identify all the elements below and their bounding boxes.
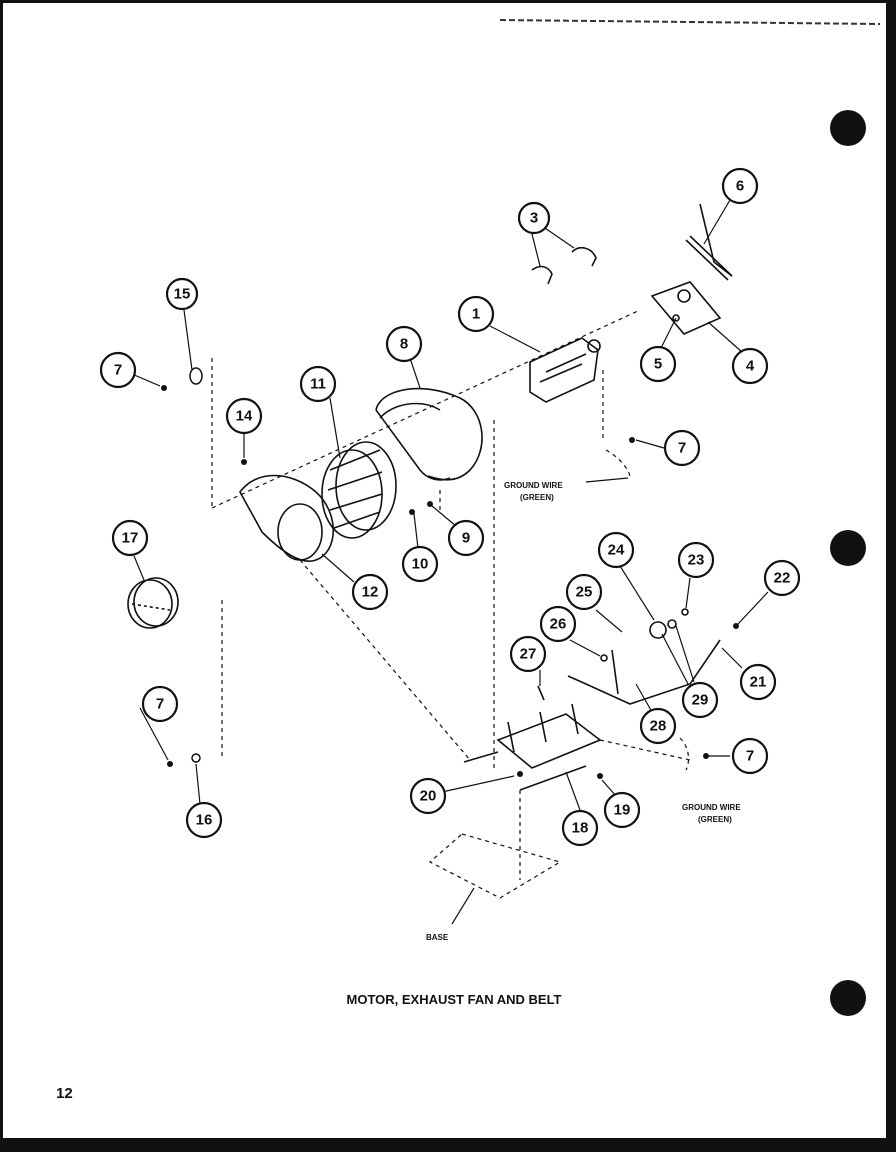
callout-21: 21 <box>739 663 777 701</box>
idler-parts <box>567 608 721 705</box>
clips-part <box>531 246 597 285</box>
callout-19-number: 19 <box>614 802 631 819</box>
callout-29: 29 <box>681 681 719 719</box>
callout-7-ground-upper: 7 <box>663 429 701 467</box>
callout-20: 20 <box>409 777 447 815</box>
ground-wire-upper-sublabel: (GREEN) <box>520 493 554 502</box>
callout-26-number: 26 <box>550 616 567 633</box>
page-number: 12 <box>56 1085 73 1102</box>
ground-wire-lower-label: GROUND WIRE <box>682 803 741 812</box>
leader-lines <box>131 199 769 925</box>
callout-3-number: 3 <box>530 210 538 227</box>
callout-29-number: 29 <box>692 692 709 709</box>
callout-17: 17 <box>111 519 149 557</box>
ground-wires <box>605 449 690 771</box>
callout-27: 27 <box>509 635 547 673</box>
callout-6-number: 6 <box>736 178 744 195</box>
callout-8: 8 <box>385 325 423 363</box>
callout-5-number: 5 <box>654 356 662 373</box>
callout-6: 6 <box>721 167 759 205</box>
callouts: 1 3 4 5 6 7 7 7 7 8 9 10 11 12 14 15 16 … <box>99 167 801 847</box>
callout-10-number: 10 <box>412 556 429 573</box>
callout-1-number: 1 <box>472 306 480 323</box>
callout-12-number: 12 <box>362 584 379 601</box>
callout-7-top-left: 7 <box>99 351 137 389</box>
ground-wire-upper-label: GROUND WIRE <box>504 481 563 490</box>
callout-27-number: 27 <box>520 646 537 663</box>
callout-25: 25 <box>565 573 603 611</box>
text-labels: GROUND WIRE (GREEN) GROUND WIRE (GREEN) … <box>56 481 741 1102</box>
callout-9: 9 <box>447 519 485 557</box>
diagram-title: MOTOR, EXHAUST FAN AND BELT <box>347 992 562 1007</box>
callout-22-number: 22 <box>774 570 791 587</box>
callout-25-number: 25 <box>576 584 593 601</box>
callout-4: 4 <box>731 347 769 385</box>
callout-24-number: 24 <box>608 542 625 559</box>
callout-11: 11 <box>299 365 337 403</box>
callout-7-bottom-left-number: 7 <box>156 696 164 713</box>
callout-19: 19 <box>603 791 641 829</box>
callout-15: 15 <box>165 277 199 311</box>
callout-1: 1 <box>457 295 495 333</box>
callout-14: 14 <box>225 397 263 435</box>
callout-8-number: 8 <box>400 336 408 353</box>
callout-16: 16 <box>185 801 223 839</box>
callout-28-number: 28 <box>650 718 667 735</box>
callout-21-number: 21 <box>750 674 767 691</box>
callout-7-ground-upper-number: 7 <box>678 440 686 457</box>
motor-part <box>529 337 601 403</box>
motor-mount-part <box>463 649 619 791</box>
callout-22: 22 <box>763 559 801 597</box>
fasteners <box>161 367 739 779</box>
pulley-part <box>650 281 722 335</box>
callout-7-ground-lower: 7 <box>731 737 769 775</box>
callout-10: 10 <box>401 545 439 583</box>
callout-7-ground-lower-number: 7 <box>746 748 754 765</box>
callout-7-top-left-number: 7 <box>114 362 122 379</box>
callout-11-number: 11 <box>310 376 326 393</box>
callout-3: 3 <box>517 201 551 235</box>
callout-7-bottom-left: 7 <box>141 685 179 723</box>
callout-28: 28 <box>639 707 677 745</box>
ground-wire-lower-sublabel: (GREEN) <box>698 815 732 824</box>
callout-15-number: 15 <box>174 286 191 303</box>
callout-9-number: 9 <box>462 530 470 547</box>
callout-20-number: 20 <box>420 788 437 805</box>
callout-14-number: 14 <box>236 408 253 425</box>
callout-24: 24 <box>597 531 635 569</box>
fan-housing-part <box>375 387 483 481</box>
callout-18-number: 18 <box>572 820 589 837</box>
callout-17-number: 17 <box>122 530 139 547</box>
callout-18: 18 <box>561 809 599 847</box>
fan-wheel-part <box>321 441 397 539</box>
callout-23-number: 23 <box>688 552 705 569</box>
assembly-lines <box>211 309 691 880</box>
seal-ring-part <box>127 577 179 629</box>
belt-part <box>685 203 733 281</box>
callout-23: 23 <box>677 541 715 579</box>
callout-12: 12 <box>351 573 389 611</box>
cover-plate-part <box>239 474 335 562</box>
binder-holes <box>830 110 866 1016</box>
callout-16-number: 16 <box>196 812 213 829</box>
base-part <box>428 833 562 899</box>
callout-4-number: 4 <box>746 358 755 375</box>
callout-5: 5 <box>639 345 677 383</box>
base-label: BASE <box>426 933 449 942</box>
callout-26: 26 <box>539 605 577 643</box>
